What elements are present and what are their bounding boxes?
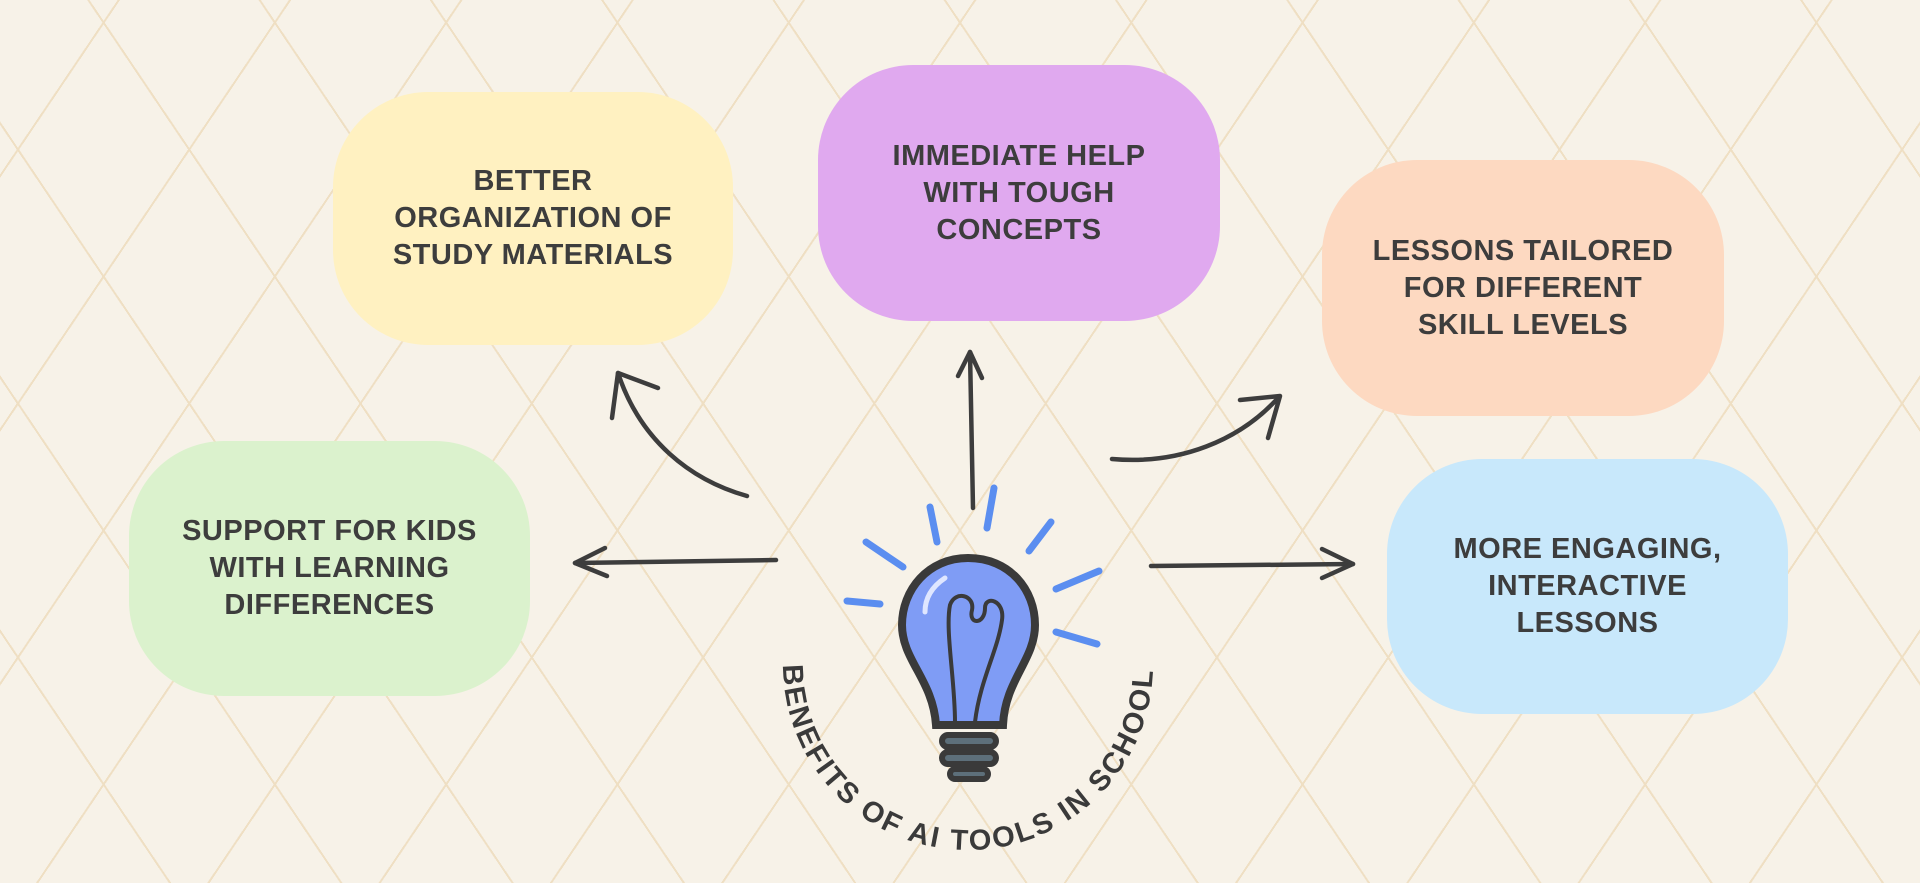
lightbulb-icon [843,484,1103,782]
benefit-card-immediate-help: IMMEDIATE HELP WITH TOUGH CONCEPTS [818,65,1220,321]
benefit-label: SUPPORT FOR KIDS WITH LEARNING DIFFERENC… [182,515,477,621]
benefit-label: MORE ENGAGING, INTERACTIVE LESSONS [1453,533,1722,639]
benefit-card-engaging-lessons: MORE ENGAGING, INTERACTIVE LESSONS [1387,459,1788,714]
benefit-card-organization: BETTER ORGANIZATION OF STUDY MATERIALS [333,92,733,345]
arrow-left [572,545,779,579]
benefit-card-tailored-lessons: LESSONS TAILORED FOR DIFFERENT SKILL LEV… [1322,160,1724,416]
benefit-label: LESSONS TAILORED FOR DIFFERENT SKILL LEV… [1372,234,1674,341]
benefit-card-learning-differences: SUPPORT FOR KIDS WITH LEARNING DIFFERENC… [129,441,530,696]
arrow-right [1148,546,1356,581]
benefit-label: IMMEDIATE HELP WITH TOUGH CONCEPTS [892,139,1146,246]
arrow-upper-right [1109,393,1283,463]
arrow-up [955,349,985,511]
arrow-upper-left [609,370,750,499]
benefit-label: BETTER ORGANIZATION OF STUDY MATERIALS [392,165,674,271]
